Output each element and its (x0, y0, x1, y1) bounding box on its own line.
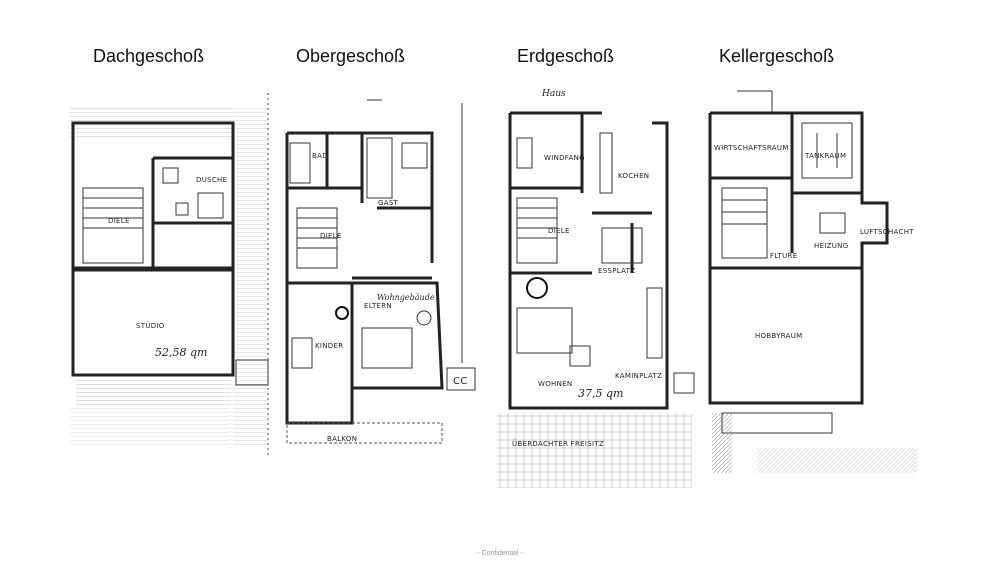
room-label-luftschacht: LUFTSCHACHT (860, 228, 914, 236)
floor-plan-erdgeschoss: Haus WINDFANG KOCHEN DIELE ESSPLATZ WOHN… (492, 88, 702, 498)
room-label-gast: GAST (378, 199, 399, 207)
room-label-hobbyraum: HOBBYRAUM (755, 332, 803, 340)
floor-title-erdgeschoss: Erdgeschoß (517, 46, 615, 66)
floor-plan-kellergeschoss: WIRTSCHAFTSRAUM TANKRAUM LUFTSCHACHT HEI… (702, 88, 932, 498)
room-label-diele: DIELE (108, 217, 130, 225)
room-label-wirtschaftsraum: WIRTSCHAFTSRAUM (714, 144, 789, 152)
floor-plan-dachgeschoss: DUSCHE DIELE STÜDIO 52,58 qm (68, 88, 273, 498)
confidential-footer: - Confidential - (477, 550, 523, 557)
room-label-diele-og: DIELE (320, 232, 342, 240)
room-label-freisitz: ÜBERDACHTER FREISITZ (512, 439, 604, 448)
floor-title-obergeschoss: Obergeschoß (296, 46, 406, 66)
cc-label: CC (453, 376, 468, 387)
hand-note-wohngebaeude: Wohngebäude (377, 293, 435, 302)
floor-plan-obergeschoss: BAD GAST DIELE ELTERN KINDER BALKON Wohn… (282, 88, 482, 498)
room-label-kaminplatz: KAMINPLATZ (615, 372, 662, 380)
room-label-tankraum: TANKRAUM (804, 152, 846, 160)
room-label-dusche: DUSCHE (196, 176, 227, 184)
room-label-bad: BAD (312, 152, 328, 160)
area-note-erdgeschoss: 37,5 qm (578, 387, 623, 400)
room-label-heizung: HEIZUNG (814, 242, 848, 250)
room-label-windfang: WINDFANG (544, 154, 585, 162)
room-label-diele-eg: DIELE (548, 227, 570, 235)
room-label-studio: STÜDIO (136, 321, 165, 330)
floor-title-dachgeschoss: Dachgeschoß (93, 46, 205, 66)
area-note-dachgeschoss: 52,58 qm (155, 346, 207, 359)
room-label-essplatz: ESSPLATZ (598, 267, 635, 275)
room-label-flture: FLTURE (770, 252, 797, 260)
room-label-kinder: KINDER (315, 342, 343, 350)
room-label-wohnen: WOHNEN (538, 380, 572, 388)
floor-title-kellergeschoss: Kellergeschoß (719, 46, 835, 66)
room-label-eltern: ELTERN (364, 302, 392, 310)
top-note-haus: Haus (541, 89, 566, 99)
room-label-kochen: KOCHEN (618, 172, 649, 180)
room-label-balkon: BALKON (327, 435, 357, 443)
